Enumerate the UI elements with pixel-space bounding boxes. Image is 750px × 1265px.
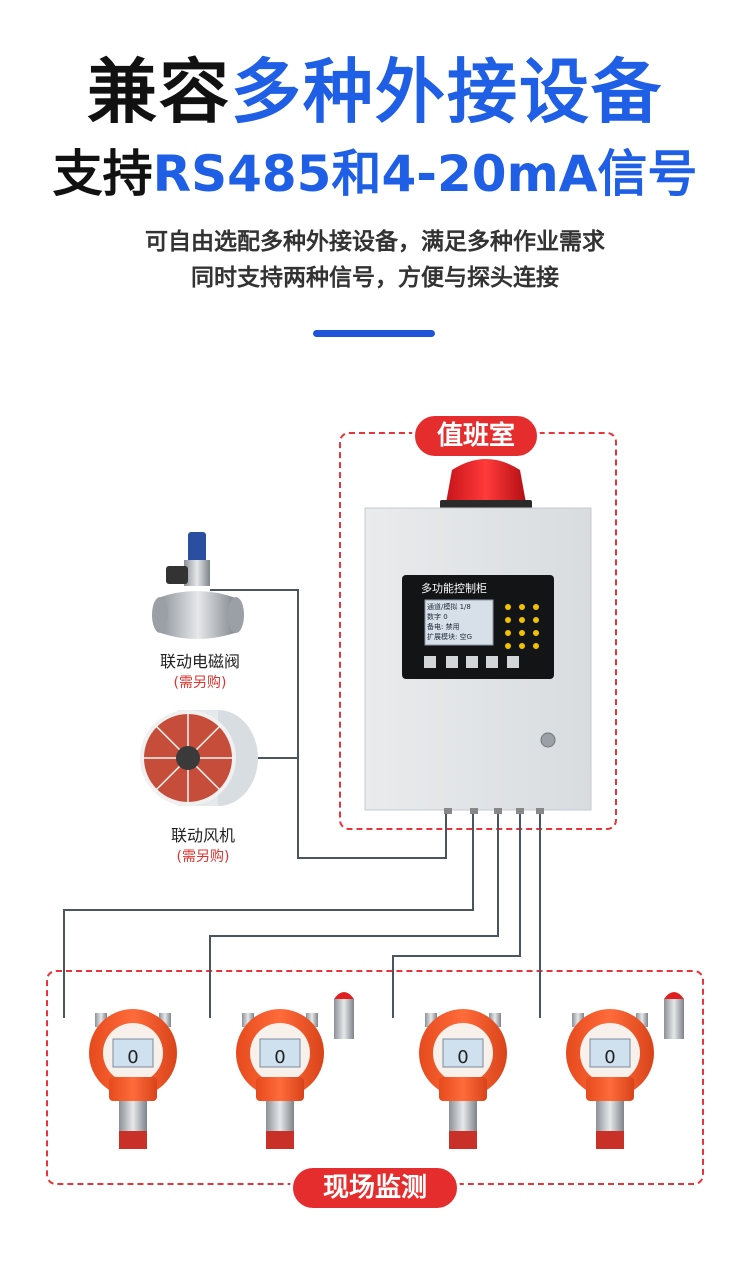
divider-bar [313,330,435,337]
headline-blue-2: RS485和4-20mA信号 [152,145,698,203]
svg-text:0: 0 [604,1047,615,1068]
wiring [63,589,541,1018]
svg-text:0: 0 [127,1047,138,1068]
field-monitoring-label: 现场监测 [290,1165,460,1211]
screen-row: 数字 0 [427,613,448,621]
fan-icon [140,710,258,806]
headline-black-2: 支持 [52,145,153,203]
cabinet-panel-title: 多功能控制柜 [421,582,487,595]
valve-note: (需另购) [173,675,227,691]
gas-detector-3: 0 [419,1009,507,1149]
screen-row: 备电: 禁用 [427,623,460,631]
screen-row: 通道/模拟 1/8 [427,603,471,611]
gas-detector-2: 0 [236,992,354,1149]
svg-text:0: 0 [457,1047,468,1068]
fan-note: (需另购) [176,849,230,865]
headline-blue-1: 多种外接设备 [231,51,663,133]
headline-black-1: 兼容 [87,51,231,133]
screen-row: 扩展模块: 空G [427,633,473,641]
duty-room-label: 值班室 [412,413,540,459]
svg-text:0: 0 [274,1047,285,1068]
subtitle-line2: 同时支持两种信号，方便与探头连接 [191,265,559,291]
cabinet-screen: 通道/模拟 1/8 数字 0 备电: 禁用 扩展模块: 空G [427,602,493,642]
fan-label: 联动风机 (需另购) [143,822,263,866]
headline-line1: 兼容多种外接设备 [0,50,750,134]
gas-detector-1: 0 [89,1009,177,1149]
gas-detector-4: 0 [566,992,684,1149]
alarm-lamp-icon [440,459,532,510]
subtitle-line1: 可自由选配多种外接设备，满足多种作业需求 [145,229,605,255]
headline-line2: 支持RS485和4-20mA信号 [0,144,750,204]
valve-name: 联动电磁阀 [159,652,240,671]
valve-label: 联动电磁阀 (需另购) [140,648,260,692]
solenoid-valve-icon [152,532,244,639]
control-cabinet [364,507,592,814]
fan-name: 联动风机 [170,826,235,845]
